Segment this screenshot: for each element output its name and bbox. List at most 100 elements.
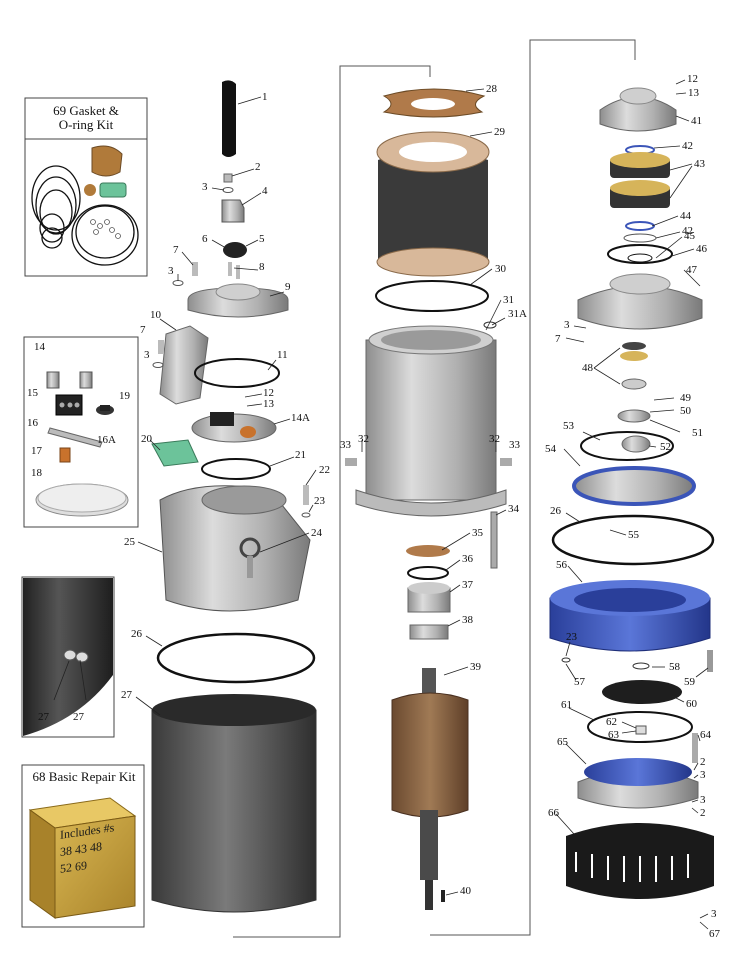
part-label-9: 9 bbox=[285, 281, 291, 293]
part-label-7c: 7 bbox=[555, 333, 561, 345]
part-label-2c: 2 bbox=[700, 807, 706, 819]
part-label-18: 18 bbox=[31, 467, 42, 479]
terminal-parts-panel bbox=[23, 336, 139, 528]
part-label-38: 38 bbox=[462, 614, 473, 626]
repair-kit-box-line3: 52 69 bbox=[60, 858, 87, 876]
part-label-52: 52 bbox=[660, 441, 671, 453]
part-label-61: 61 bbox=[561, 699, 572, 711]
part-label-12b: 12 bbox=[687, 73, 698, 85]
left-column-parts bbox=[151, 80, 317, 913]
part-label-3d: 3 bbox=[564, 319, 570, 331]
part-label-29: 29 bbox=[494, 126, 505, 138]
part-label-12: 12 bbox=[263, 387, 274, 399]
part-label-16: 16 bbox=[27, 417, 38, 429]
part-label-57: 57 bbox=[574, 676, 585, 688]
part-label-33b: 33 bbox=[509, 439, 520, 451]
part-label-44: 44 bbox=[680, 210, 691, 222]
part-label-42: 42 bbox=[682, 140, 693, 152]
center-column-parts bbox=[345, 88, 512, 910]
part-label-15: 15 bbox=[27, 387, 38, 399]
part-label-43: 43 bbox=[694, 158, 705, 170]
part-label-28: 28 bbox=[486, 83, 497, 95]
part-label-1: 1 bbox=[262, 91, 268, 103]
part-label-65: 65 bbox=[557, 736, 568, 748]
part-label-10: 10 bbox=[150, 309, 161, 321]
part-label-24: 24 bbox=[311, 527, 322, 539]
part-label-62: 62 bbox=[606, 716, 617, 728]
part-label-27d: 27 bbox=[38, 711, 49, 723]
part-label-66: 66 bbox=[548, 807, 559, 819]
part-label-3g: 3 bbox=[711, 908, 717, 920]
part-label-27: 27 bbox=[121, 689, 132, 701]
gasket-kit-panel bbox=[24, 97, 148, 277]
right-column-parts bbox=[549, 87, 715, 899]
part-label-4: 4 bbox=[262, 185, 268, 197]
part-label-64: 64 bbox=[700, 729, 711, 741]
part-label-39: 39 bbox=[470, 661, 481, 673]
gasket-kit-title-line2: O-ring Kit bbox=[58, 117, 114, 133]
part-label-3f: 3 bbox=[700, 794, 706, 806]
part-label-27c: 27 bbox=[73, 711, 84, 723]
part-label-45: 45 bbox=[684, 230, 695, 242]
gasket-kit-title-line1: 69 Gasket & bbox=[53, 103, 119, 118]
part-label-11: 11 bbox=[277, 349, 288, 361]
part-label-19: 19 bbox=[119, 390, 130, 402]
gasket-kit-title: 69 Gasket & O-ring Kit bbox=[30, 103, 142, 133]
part-label-5: 5 bbox=[259, 233, 265, 245]
part-label-21: 21 bbox=[295, 449, 306, 461]
part-label-60: 60 bbox=[686, 698, 697, 710]
part-label-55: 55 bbox=[628, 529, 639, 541]
part-label-42b: 42 bbox=[682, 225, 693, 237]
part-label-25: 25 bbox=[124, 536, 135, 548]
part-label-26b: 26 bbox=[550, 505, 561, 517]
part-label-3: 3 bbox=[202, 181, 208, 193]
part-label-22: 22 bbox=[319, 464, 330, 476]
part-label-3e: 3 bbox=[700, 769, 706, 781]
part-label-3b: 3 bbox=[168, 265, 174, 277]
part-label-23: 23 bbox=[314, 495, 325, 507]
part-label-48: 48 bbox=[582, 362, 593, 374]
part-label-7: 7 bbox=[173, 244, 179, 256]
part-label-32: 32 bbox=[358, 433, 369, 445]
part-label-34: 34 bbox=[508, 503, 519, 515]
part-label-32b: 32 bbox=[489, 433, 500, 445]
part-label-8: 8 bbox=[259, 261, 265, 273]
part-label-58: 58 bbox=[669, 661, 680, 673]
part-label-7b: 7 bbox=[140, 324, 146, 336]
part-label-31: 31 bbox=[503, 294, 514, 306]
part-label-67: 67 bbox=[709, 928, 720, 940]
part-label-36: 36 bbox=[462, 553, 473, 565]
part-label-16a: 16A bbox=[97, 434, 116, 446]
part-label-49: 49 bbox=[680, 392, 691, 404]
part-label-14: 14 bbox=[34, 341, 45, 353]
part-label-31a: 31A bbox=[508, 308, 527, 320]
part-label-47: 47 bbox=[686, 264, 697, 276]
part-label-2b: 2 bbox=[700, 756, 706, 768]
part-label-51: 51 bbox=[692, 427, 703, 439]
part-label-33: 33 bbox=[340, 439, 351, 451]
part-label-13b: 13 bbox=[688, 87, 699, 99]
part-label-41: 41 bbox=[691, 115, 702, 127]
part-label-46: 46 bbox=[696, 243, 707, 255]
part-label-40: 40 bbox=[460, 885, 471, 897]
repair-kit-title: 68 Basic Repair Kit bbox=[32, 769, 136, 784]
repair-kit-panel bbox=[21, 764, 145, 928]
part-label-56: 56 bbox=[556, 559, 567, 571]
column-divider-lines bbox=[233, 39, 636, 938]
part-label-54: 54 bbox=[545, 443, 556, 455]
leader-lines bbox=[53, 79, 709, 930]
part-label-30: 30 bbox=[495, 263, 506, 275]
part-label-3c: 3 bbox=[144, 349, 150, 361]
part-label-14a: 14A bbox=[291, 412, 310, 424]
sleeve-detail-panel bbox=[21, 576, 115, 738]
part-label-59: 59 bbox=[684, 676, 695, 688]
part-label-23b: 23 bbox=[566, 631, 577, 643]
part-label-50: 50 bbox=[680, 405, 691, 417]
part-label-2: 2 bbox=[255, 161, 261, 173]
part-label-6: 6 bbox=[202, 233, 208, 245]
part-label-26: 26 bbox=[131, 628, 142, 640]
part-label-37: 37 bbox=[462, 579, 473, 591]
part-label-53: 53 bbox=[563, 420, 574, 432]
part-label-63: 63 bbox=[608, 729, 619, 741]
